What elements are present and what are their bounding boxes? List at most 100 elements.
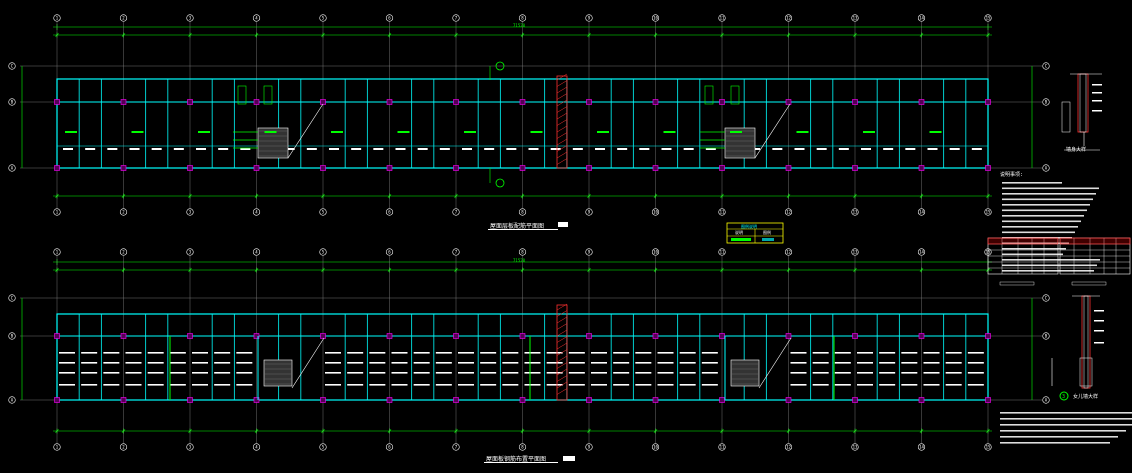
bottom-notes-line: [1000, 424, 1132, 426]
plan-2-column: [320, 333, 326, 339]
plan-1-row-bubble-B-right: [1042, 98, 1050, 106]
plan-2-bottom-bubble-3: [186, 443, 194, 451]
plan-2-top-bubble-14: [917, 248, 926, 256]
plan-1-green-tag: [929, 131, 942, 133]
plan-1-column: [586, 165, 592, 171]
notes-line: [1002, 198, 1093, 201]
plan-1-bottom-bubble-7: [452, 208, 460, 216]
plan-1-green-tag: [530, 131, 543, 133]
plan-2-rebar-label: [81, 372, 98, 374]
plan-2-bottom-label-14: 14: [919, 444, 924, 449]
notes-title: 说明事项:: [1000, 171, 1023, 178]
plan-2-row-label-A: A: [11, 397, 14, 402]
plan-2-rebar-label: [147, 352, 164, 354]
plan-2-top-label-1: 1: [56, 249, 59, 254]
plan-1-green-tag: [730, 131, 742, 133]
plan-2-column: [652, 397, 659, 403]
plan-1-slab-label: [63, 148, 73, 150]
plan-2-column: [985, 333, 991, 339]
plan-1-slab-label: [816, 148, 827, 150]
plan-1-row-bubble-C-left: [8, 62, 16, 70]
plan-2-rebar-label: [613, 352, 630, 354]
plan-1-top-bubble-8: [518, 14, 527, 22]
plan-2-rebar-label: [480, 352, 497, 354]
plan-2-rebar-label: [391, 362, 408, 364]
plan-2-row-label-B: B: [1045, 333, 1048, 338]
plan-1-top-label-5: 5: [322, 15, 325, 20]
plan-2-equipment-left: [263, 359, 293, 387]
plan-1-rebar-callout-left: [263, 85, 273, 105]
plan-2-rebar-label: [236, 352, 253, 354]
plan-1-top-bubble-11: [718, 14, 726, 22]
plan-2-bottom-bubble-12: [784, 443, 793, 451]
plan-2-rebar-label: [59, 384, 75, 386]
plan-2-rebar-label: [325, 384, 341, 386]
plan-2-scale-bar: [563, 456, 575, 461]
plan-1-column: [253, 165, 260, 171]
plan-1-red-hatch-line: [556, 145, 568, 152]
plan-2-rebar-label: [236, 362, 253, 364]
plan-2-row-bubble-C-left: [8, 294, 16, 302]
plan-2-top-label-7: 7: [455, 249, 458, 254]
plan-1-column: [785, 99, 792, 105]
section-2-annotation: [1094, 310, 1104, 312]
plan-2-row-bubble-B-left: [8, 332, 16, 340]
plan-2-row-label-B: B: [11, 333, 14, 338]
plan-2-rebar-label: [613, 384, 630, 386]
plan-1-bottom-bubble-12: [784, 208, 793, 216]
plan-2-rebar-label: [391, 372, 408, 374]
plan-1-bottom-bubble-4: [252, 208, 261, 216]
bottom-notes-line: [1000, 436, 1118, 438]
plan-2-top-label-5: 5: [322, 249, 325, 254]
plan-2-rebar-label: [103, 372, 120, 374]
notes-line: [1002, 226, 1078, 228]
plan-2-top-bubble-9: [585, 248, 593, 256]
plan-1-top-bubble-12: [784, 14, 793, 22]
plan-1-bottom-label-15: 15: [986, 209, 991, 214]
plan-2-bottom-label-8: 8: [521, 444, 524, 449]
plan-1-column: [187, 99, 193, 105]
plan-1-top-bubble-9: [585, 14, 593, 22]
plan-1-green-tag: [464, 131, 476, 133]
plan-2-top-label-3: 3: [189, 249, 192, 254]
plan-2-bottom-bubble-14: [917, 443, 926, 451]
notes-line: [1002, 270, 1094, 272]
plan-2-rebar-label: [923, 384, 940, 386]
notes-line: [1002, 259, 1100, 261]
plan-1-column: [719, 165, 725, 171]
plan-1-title: 屋面层板配筋平面图: [490, 222, 544, 230]
plan-2-rebar-label: [635, 362, 652, 364]
plan-2-rebar-label: [879, 352, 896, 354]
plan-2-rebar-label: [236, 384, 253, 386]
plan-2-top-bubble-11: [718, 248, 726, 256]
plan-1-bottom-bubble-11: [718, 208, 726, 216]
plan-1-bottom-bubble-14: [917, 208, 926, 216]
plan-2-rebar-label: [458, 352, 474, 354]
plan-2-rebar-label: [81, 384, 98, 386]
plan-1-bottom-label-3: 3: [189, 209, 192, 214]
plan-2-bottom-label-11: 11: [720, 444, 725, 449]
plan-2-top-bubble-13: [851, 248, 859, 256]
plan-1-bottom-bubble-3: [186, 208, 194, 216]
plan-1-slab-label: [506, 148, 517, 150]
plan-2-rebar-label: [391, 352, 408, 354]
plan-1-rebar-callout-right: [730, 85, 740, 105]
plan-2-rebar-label: [147, 384, 164, 386]
plan-2-column: [320, 397, 326, 403]
plan-2-rebar-label: [502, 372, 519, 374]
plan-2-red-hatch-line: [556, 381, 568, 389]
plan-2-column: [54, 397, 60, 403]
plan-2-column: [652, 333, 659, 339]
plan-1-row-label-C: C: [1045, 63, 1048, 68]
plan-1-slab-label: [949, 148, 960, 150]
plan-1-bottom-label-8: 8: [521, 209, 524, 214]
plan-2-rebar-label: [657, 384, 674, 386]
plan-1-red-hatch-line: [556, 158, 568, 165]
plan-2-rebar-label: [369, 362, 386, 364]
plan-2-top-label-11: 11: [720, 249, 725, 254]
plan-2-red-hatch-line: [556, 310, 568, 317]
plan-2-rebar-label: [480, 384, 497, 386]
section-1-annotation: [1092, 110, 1102, 112]
plan-2-column: [453, 333, 459, 339]
plan-2-red-hatch-line: [556, 349, 568, 356]
